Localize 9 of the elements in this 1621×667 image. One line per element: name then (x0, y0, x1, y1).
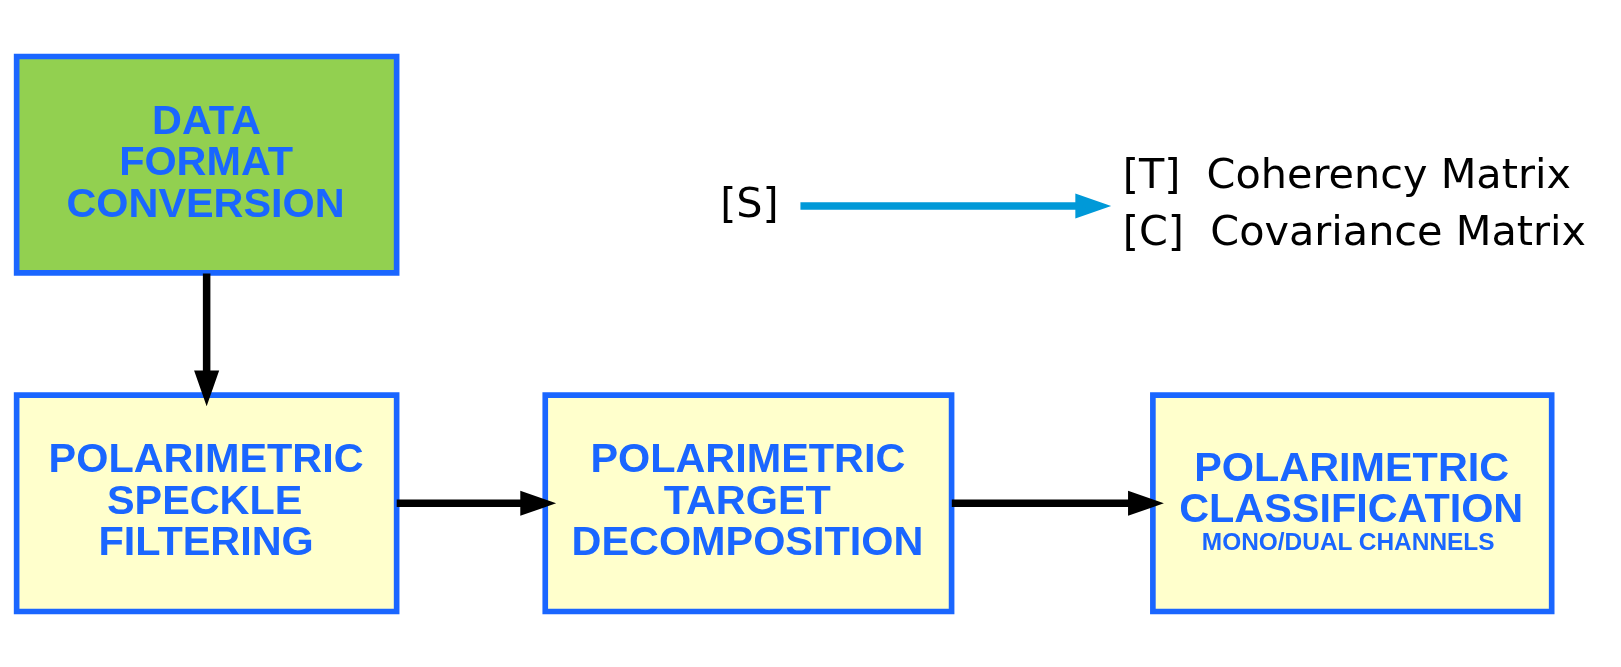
node-box: POLARIMETRIC TARGET DECOMPOSITION (542, 391, 955, 614)
node-text: [T] Coherency Matrix [C] Covariance Matrix (1122, 149, 1587, 255)
node-box: DATA FORMAT CONVERSION (13, 53, 400, 276)
node-text: [S] (720, 178, 779, 227)
arrow (951, 490, 1164, 516)
arrow (194, 273, 220, 406)
node-box: POLARIMETRIC SPECKLE FILTERING (13, 391, 400, 614)
node-box: POLARIMETRIC CLASSIFICATION MONO/DUAL CHANNELS (1150, 391, 1555, 614)
arrow (396, 490, 557, 516)
